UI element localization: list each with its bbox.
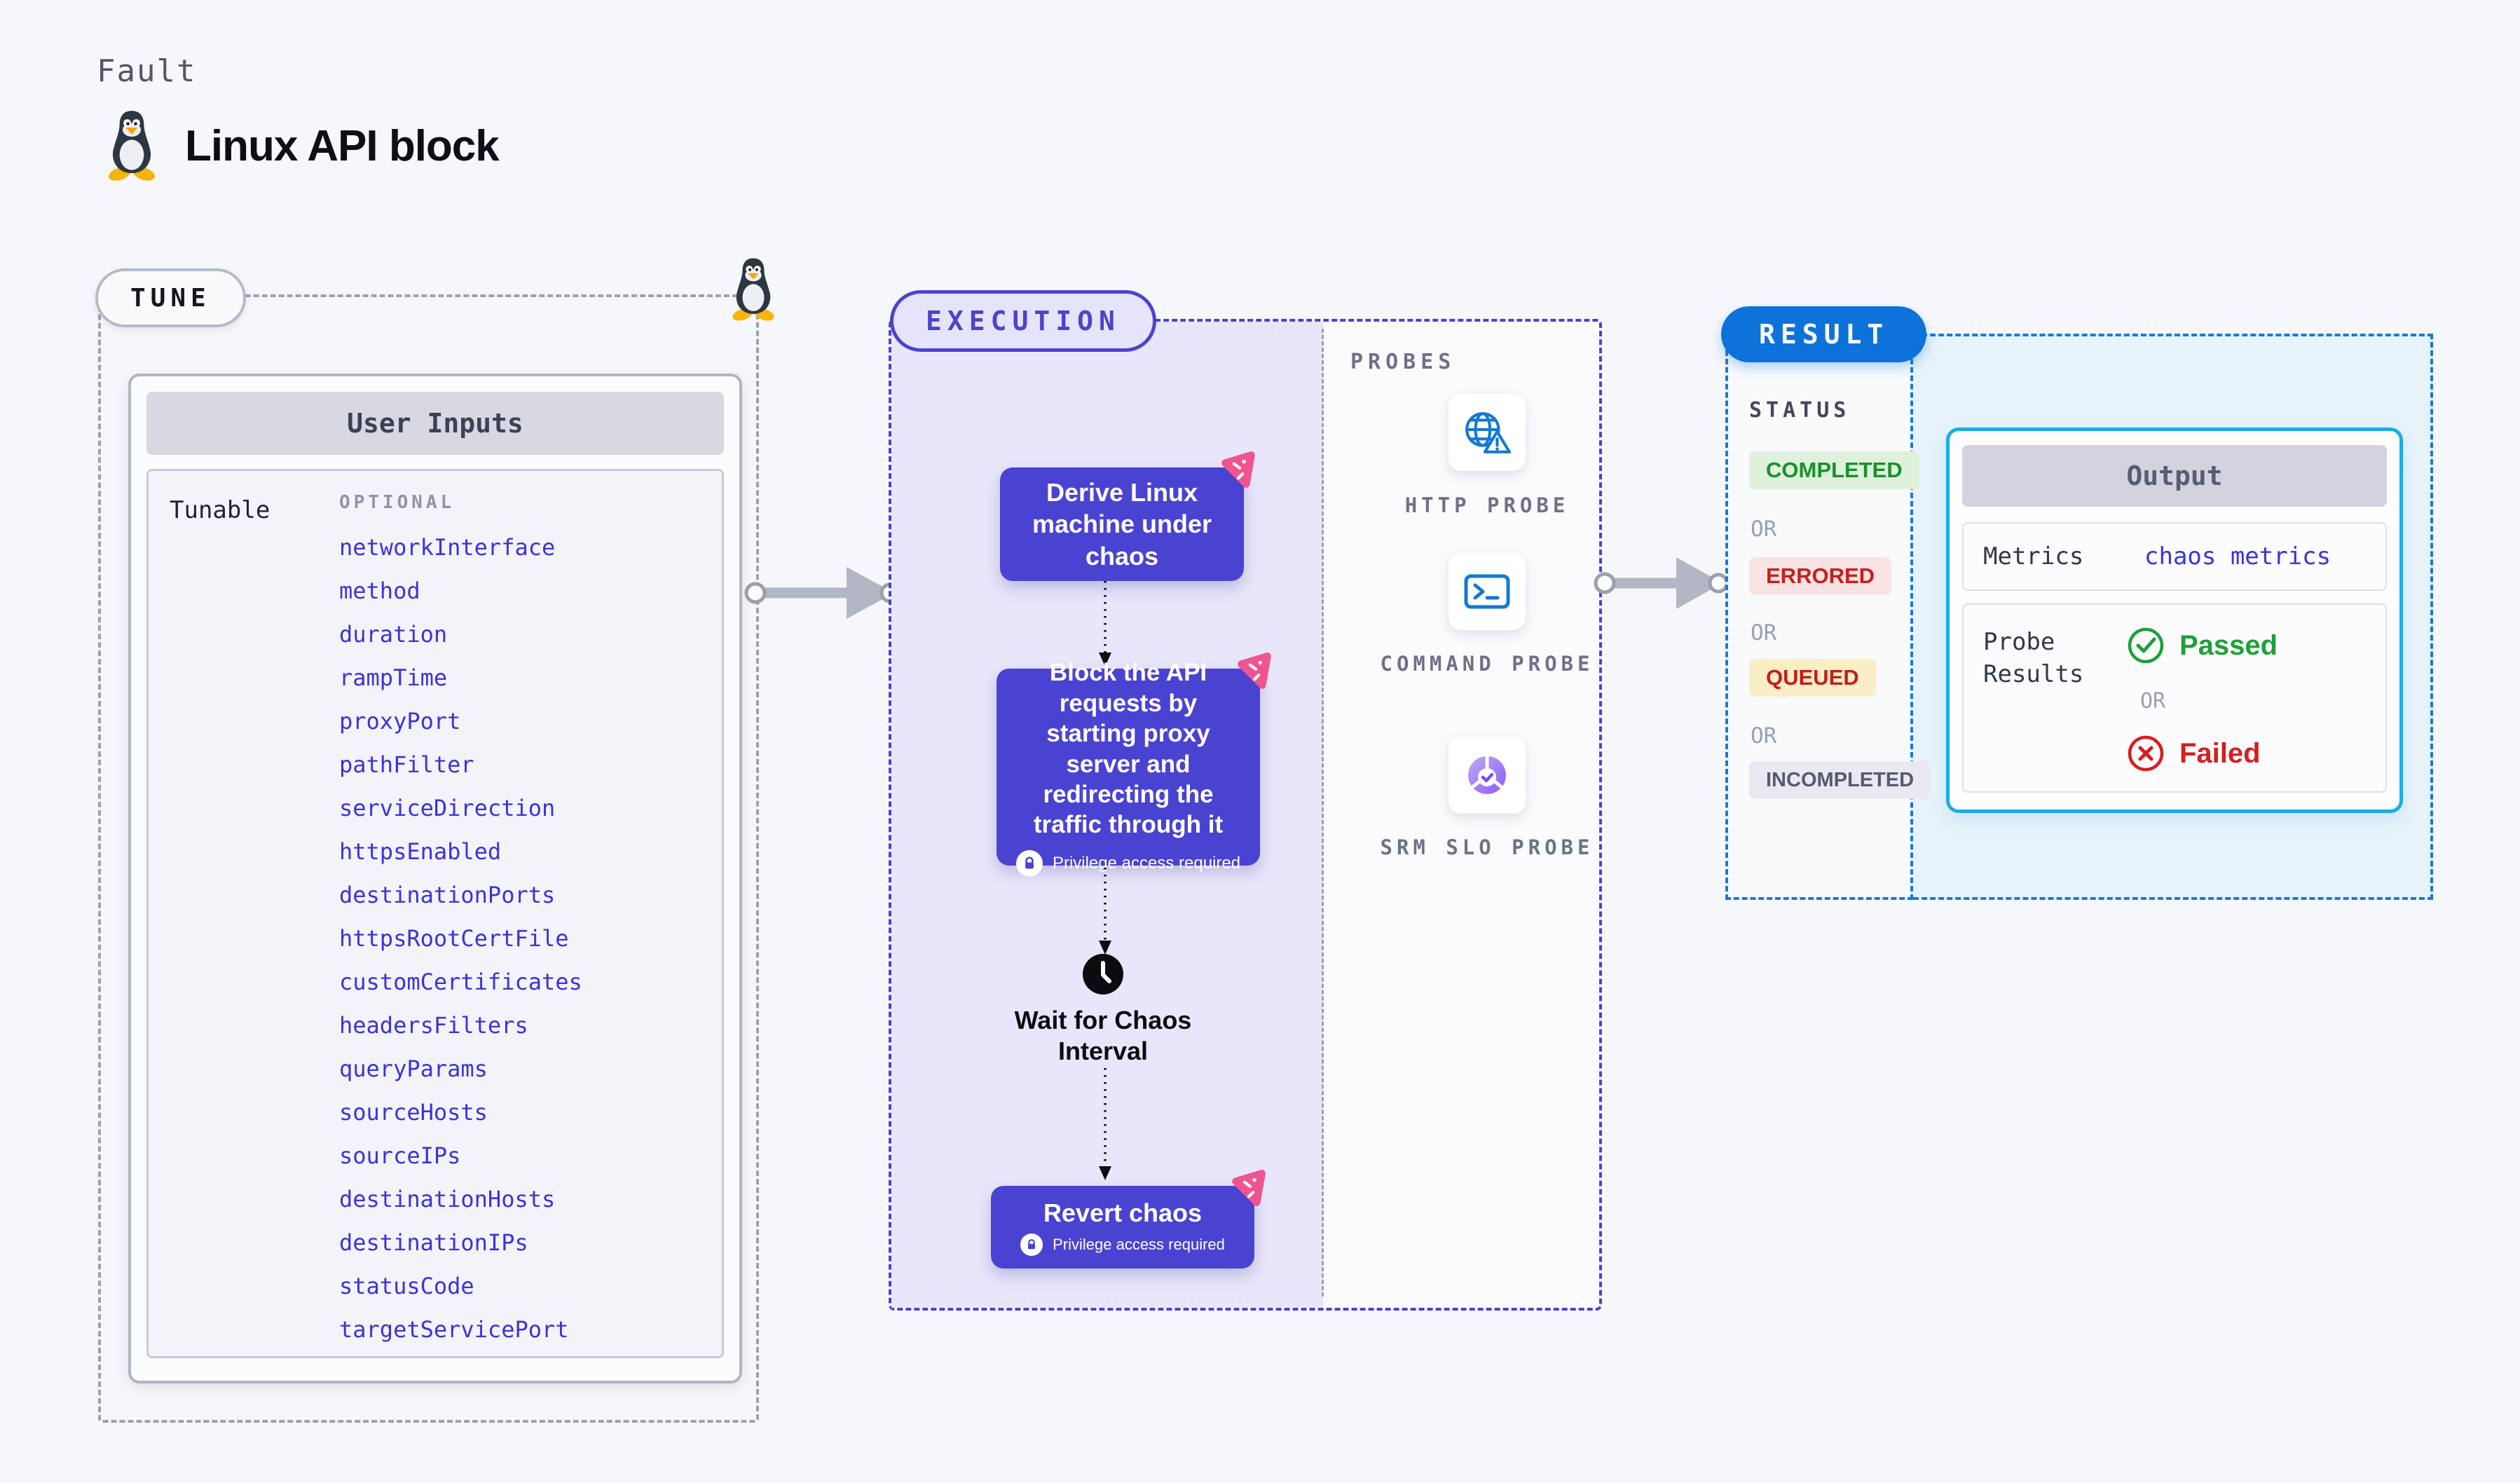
tux-penguin-icon [732, 256, 775, 323]
failed-x-icon [2128, 735, 2164, 772]
param-item[interactable]: sourceHosts [339, 1099, 488, 1126]
param-item[interactable]: customCertificates [339, 969, 582, 995]
flow-arrow-tune-to-execution [744, 567, 901, 619]
command-probe-icon [1464, 574, 1510, 609]
step-derive-machine: Derive Linux machine under chaos [1000, 467, 1244, 581]
param-list: networkInterface method duration rampTime pr… [339, 526, 715, 1351]
chaos-icon [1229, 1169, 1270, 1210]
tune-badge: TUNE [95, 268, 246, 327]
param-item[interactable]: destinationHosts [339, 1186, 556, 1212]
command-probe-label: COMMAND PROBE [1380, 652, 1594, 676]
param-item[interactable]: pathFilter [339, 751, 474, 778]
or-separator: OR [1751, 723, 1777, 749]
result-status-box [1725, 334, 1913, 900]
user-inputs-card: User Inputs Tunable OPTIONAL networkInte… [128, 374, 742, 1383]
probe-results-label: Probe Results [1983, 628, 2084, 688]
tunable-label: Tunable [170, 496, 271, 524]
http-probe-icon [1465, 412, 1511, 453]
param-item[interactable]: targetServicePort [339, 1316, 569, 1343]
page-title-row: Linux API block [102, 109, 500, 182]
probe-failed-row: Failed [2126, 734, 2261, 773]
tunable-list: Tunable OPTIONAL networkInterface method d… [146, 469, 724, 1358]
srm-slo-probe-label: SRM SLO PROBE [1380, 835, 1594, 859]
probe-passed-row: Passed [2126, 626, 2278, 665]
step-revert-chaos: Revert chaos Privilege access required [991, 1186, 1254, 1269]
privilege-note: Privilege access required [1015, 849, 1240, 877]
step-text: Block the API requests by starting proxy… [1033, 659, 1224, 839]
metrics-label: Metrics [1983, 542, 2084, 570]
passed-check-icon [2128, 627, 2164, 664]
page-title: Linux API block [185, 121, 500, 170]
srm-slo-probe-icon [1468, 756, 1506, 794]
status-label: STATUS [1749, 398, 1851, 423]
param-item[interactable]: statusCode [339, 1273, 474, 1299]
param-item[interactable]: method [339, 578, 420, 604]
execution-section-box: PROBES Derive Linux machine under chaos … [889, 319, 1602, 1311]
optional-label: OPTIONAL [339, 492, 456, 513]
flow-connector [1099, 868, 1111, 955]
chaos-icon [1219, 451, 1259, 491]
param-item[interactable]: sourceIPs [339, 1142, 461, 1169]
param-item[interactable]: rampTime [339, 664, 448, 691]
command-probe-card [1449, 553, 1526, 630]
step-text: Derive Linux machine under chaos [1032, 477, 1212, 570]
flow-arrow-execution-to-result [1594, 557, 1729, 609]
flow-connector [1099, 581, 1111, 667]
status-badge-incompleted: INCOMPLETED [1749, 761, 1931, 799]
lock-icon [1020, 1233, 1043, 1256]
http-probe-label: HTTP PROBE [1404, 493, 1570, 517]
param-item[interactable]: queryParams [339, 1055, 488, 1082]
param-item[interactable]: proxyPort [339, 708, 461, 734]
param-item[interactable]: headersFilters [339, 1012, 528, 1039]
tune-section-box [98, 294, 759, 1423]
result-badge: RESULT [1721, 306, 1927, 362]
clock-icon [1083, 954, 1123, 995]
chaos-icon [1235, 652, 1275, 692]
metrics-value: chaos metrics [2144, 542, 2331, 570]
user-inputs-header: User Inputs [146, 392, 724, 455]
param-item[interactable]: duration [339, 621, 448, 648]
probe-results-row: Probe Results Passed OR Failed [1962, 603, 2387, 793]
step-block-api: Block the API requests by starting proxy… [997, 669, 1260, 877]
flow-connector [1099, 1068, 1111, 1180]
param-item[interactable]: serviceDirection [339, 795, 556, 821]
execution-badge: EXECUTION [890, 290, 1156, 352]
wait-for-chaos-label: Wait for Chaos Interval [1014, 1006, 1192, 1065]
step-text: Revert chaos [1043, 1198, 1203, 1227]
http-probe-card [1449, 394, 1526, 471]
param-item[interactable]: httpsEnabled [339, 838, 502, 865]
lock-icon [1015, 849, 1043, 877]
probes-divider [1322, 329, 1324, 1297]
srm-slo-probe-card [1449, 737, 1526, 814]
fault-kicker: Fault [97, 53, 197, 89]
privilege-note: Privilege access required [1020, 1233, 1225, 1256]
param-item[interactable]: destinationPorts [339, 882, 556, 908]
output-header: Output [1962, 445, 2387, 507]
param-item[interactable]: networkInterface [339, 534, 556, 561]
status-badge-completed: COMPLETED [1749, 451, 1919, 489]
status-badge-errored: ERRORED [1749, 557, 1892, 595]
param-item[interactable]: destinationIPs [339, 1229, 528, 1256]
probes-label: PROBES [1350, 350, 1456, 374]
param-item[interactable]: httpsRootCertFile [339, 925, 569, 952]
status-badge-queued: QUEUED [1749, 659, 1876, 697]
output-card: Output Metrics chaos metrics Probe Resul… [1946, 428, 2403, 813]
tux-penguin-icon [102, 109, 161, 182]
metrics-row: Metrics chaos metrics [1962, 522, 2387, 591]
or-separator: OR [2140, 689, 2166, 713]
or-separator: OR [1751, 517, 1777, 542]
or-separator: OR [1751, 620, 1777, 645]
